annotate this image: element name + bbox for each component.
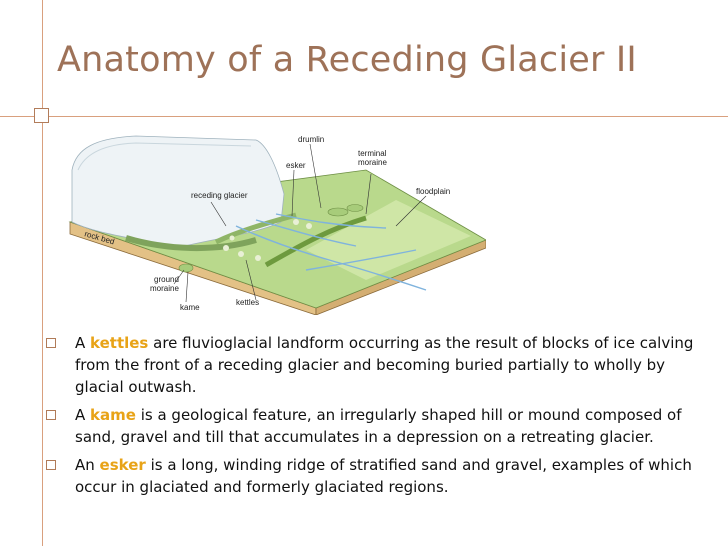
bullet-kame: A kame is a geological feature, an irreg…	[44, 404, 704, 448]
ground-moraine	[125, 235, 257, 251]
label-kettles: kettles	[236, 298, 259, 307]
bullet-prefix: An	[75, 456, 100, 474]
drumlin-mound	[327, 207, 349, 217]
meltwater-streams	[235, 213, 427, 291]
accent-vertical-line	[42, 0, 43, 546]
kame-mound	[178, 263, 194, 273]
bullet-esker: An esker is a long, winding ridge of str…	[44, 454, 704, 498]
kettle-pond	[223, 245, 229, 251]
bullet-square-icon	[46, 460, 56, 470]
bullet-definition: is a geological feature, an irregularly …	[75, 406, 682, 446]
bullet-square-icon	[46, 410, 56, 420]
bullet-prefix: A	[75, 334, 91, 352]
bullet-prefix: A	[75, 406, 91, 424]
label-receding-glacier: receding glacier	[191, 191, 248, 200]
glacier-diagram: drumlin esker terminal moraine floodplai…	[68, 135, 486, 315]
term-esker: esker	[99, 456, 146, 474]
accent-corner-square	[34, 108, 49, 123]
label-kame: kame	[180, 303, 200, 312]
slide-title: Anatomy of a Receding Glacier II	[57, 40, 637, 80]
label-esker: esker	[286, 161, 306, 170]
accent-horizontal-line	[0, 116, 728, 117]
label-terminal-moraine: terminal moraine	[358, 149, 389, 167]
glacier-ice	[71, 135, 285, 249]
bullet-definition: are fluvioglacial landform occurring as …	[75, 334, 694, 396]
label-drumlin: drumlin	[298, 135, 324, 144]
label-ground-moraine: ground moraine	[150, 275, 181, 293]
label-floodplain: floodplain	[416, 187, 450, 196]
bullet-kettles: A kettles are fluvioglacial landform occ…	[44, 332, 704, 398]
bullet-definition: is a long, winding ridge of stratified s…	[75, 456, 692, 496]
bullet-square-icon	[46, 338, 56, 348]
terminal-moraine-ridge	[264, 215, 367, 268]
definition-list: A kettles are fluvioglacial landform occ…	[44, 332, 704, 504]
term-kame: kame	[90, 406, 136, 424]
floodplain-area	[306, 200, 471, 280]
term-kettles: kettles	[90, 334, 149, 352]
